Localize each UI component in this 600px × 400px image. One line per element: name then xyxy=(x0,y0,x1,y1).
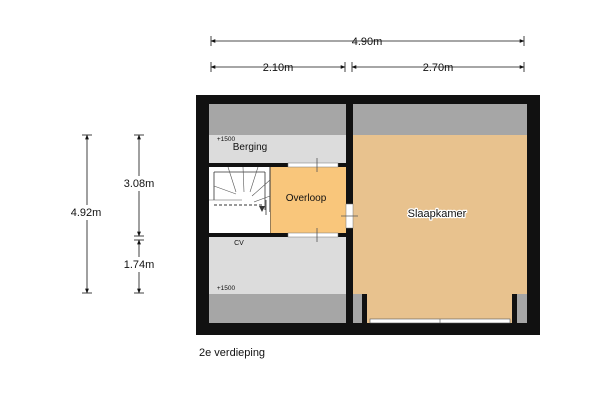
bedroom-floor xyxy=(353,135,527,294)
dimension-label: 4.90m xyxy=(352,36,383,48)
dormer-floor xyxy=(367,294,512,323)
dimension-label: 2.10m xyxy=(263,62,294,74)
dormer-wall-right xyxy=(512,294,517,323)
dimension-label: 3.08m xyxy=(124,178,155,190)
height-mark-bottom: +1500 xyxy=(217,285,236,292)
room-label-slaapkamer: Slaapkamer xyxy=(408,208,467,220)
height-mark-top: +1500 xyxy=(217,136,236,143)
room-label-cv: CV xyxy=(234,240,244,247)
dimension-label: 1.74m xyxy=(124,259,155,271)
dimension-left-width: 2.10m xyxy=(210,62,346,74)
room-label-overloop: Overloop xyxy=(286,193,327,204)
dormer-wall-left xyxy=(362,294,367,323)
dimension-right-width: 2.70m xyxy=(351,62,525,74)
cv-door xyxy=(287,232,339,238)
dimension-lower-depth: 1.74m xyxy=(115,239,163,294)
room-label-berging: Berging xyxy=(233,142,267,153)
floor-name: 2e verdieping xyxy=(199,347,266,359)
dimension-label: 4.92m xyxy=(71,207,102,219)
dimension-total-width: 4.90m xyxy=(210,36,525,48)
overloop-floor xyxy=(270,167,346,233)
dimension-label: 2.70m xyxy=(423,62,454,74)
overloop-wall-top xyxy=(209,163,346,167)
overloop-wall-bottom xyxy=(209,233,346,237)
staircase xyxy=(209,166,271,233)
berging-door xyxy=(287,162,339,168)
dimension-upper-depth: 3.08m xyxy=(115,134,163,237)
dimension-total-depth: 4.92m xyxy=(62,134,110,294)
